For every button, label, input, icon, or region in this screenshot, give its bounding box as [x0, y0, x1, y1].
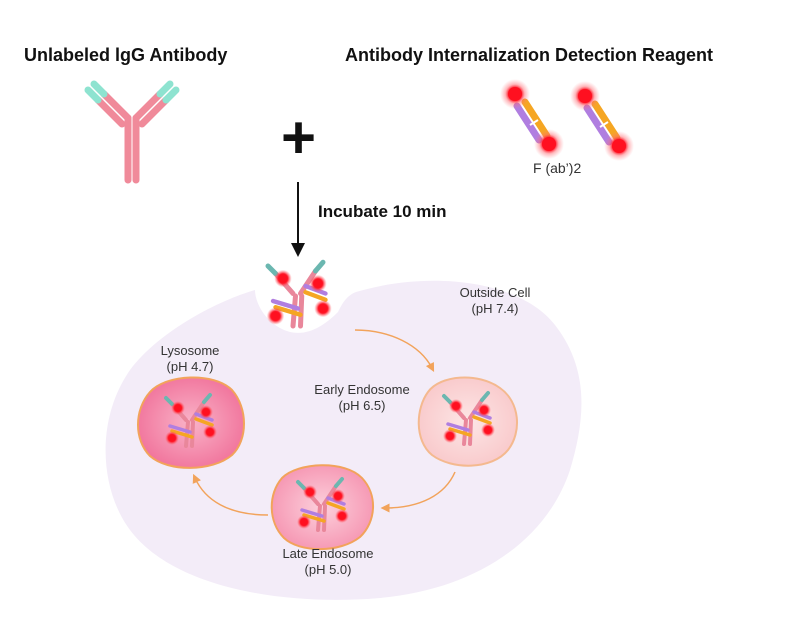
early-endosome-label: Early Endosome (pH 6.5) [302, 382, 422, 414]
late-endosome-compartment [270, 464, 375, 551]
early-endosome-ph: (pH 6.5) [338, 398, 386, 413]
unlabeled-igg-antibody-icon [88, 84, 176, 180]
lysosome-ph: (pH 4.7) [166, 359, 214, 374]
outside-cell-ph: (pH 7.4) [471, 301, 519, 316]
lysosome-name: Lysosome [160, 343, 220, 358]
fab-fragment-icon-1 [500, 79, 564, 159]
early-endosome-compartment [417, 376, 519, 467]
membrane-complex-icon [267, 262, 332, 326]
title-unlabeled-igg: Unlabeled lgG Antibody [24, 45, 228, 65]
arrow-to-late-endosome [380, 471, 456, 513]
fab-label: F (ab’)2 [533, 160, 582, 176]
late-endosome-label: Late Endosome (pH 5.0) [268, 546, 388, 578]
late-endosome-ph: (pH 5.0) [304, 562, 352, 577]
arrow-to-lysosome [192, 473, 269, 516]
cell-body [105, 280, 582, 600]
outside-cell-name: Outside Cell [459, 285, 531, 300]
plus-icon: + [281, 104, 317, 171]
fab-fragment-icon-2 [570, 81, 634, 161]
arrow-to-early-endosome [354, 329, 435, 372]
title-detection-reagent: Antibody Internalization Detection Reage… [345, 45, 714, 65]
lysosome-label: Lysosome (pH 4.7) [145, 343, 235, 375]
late-endosome-name: Late Endosome [282, 546, 374, 561]
incubate-step-label: Incubate 10 min [318, 202, 447, 221]
outside-cell-label: Outside Cell (pH 7.4) [440, 285, 550, 317]
early-endosome-name: Early Endosome [314, 382, 410, 397]
